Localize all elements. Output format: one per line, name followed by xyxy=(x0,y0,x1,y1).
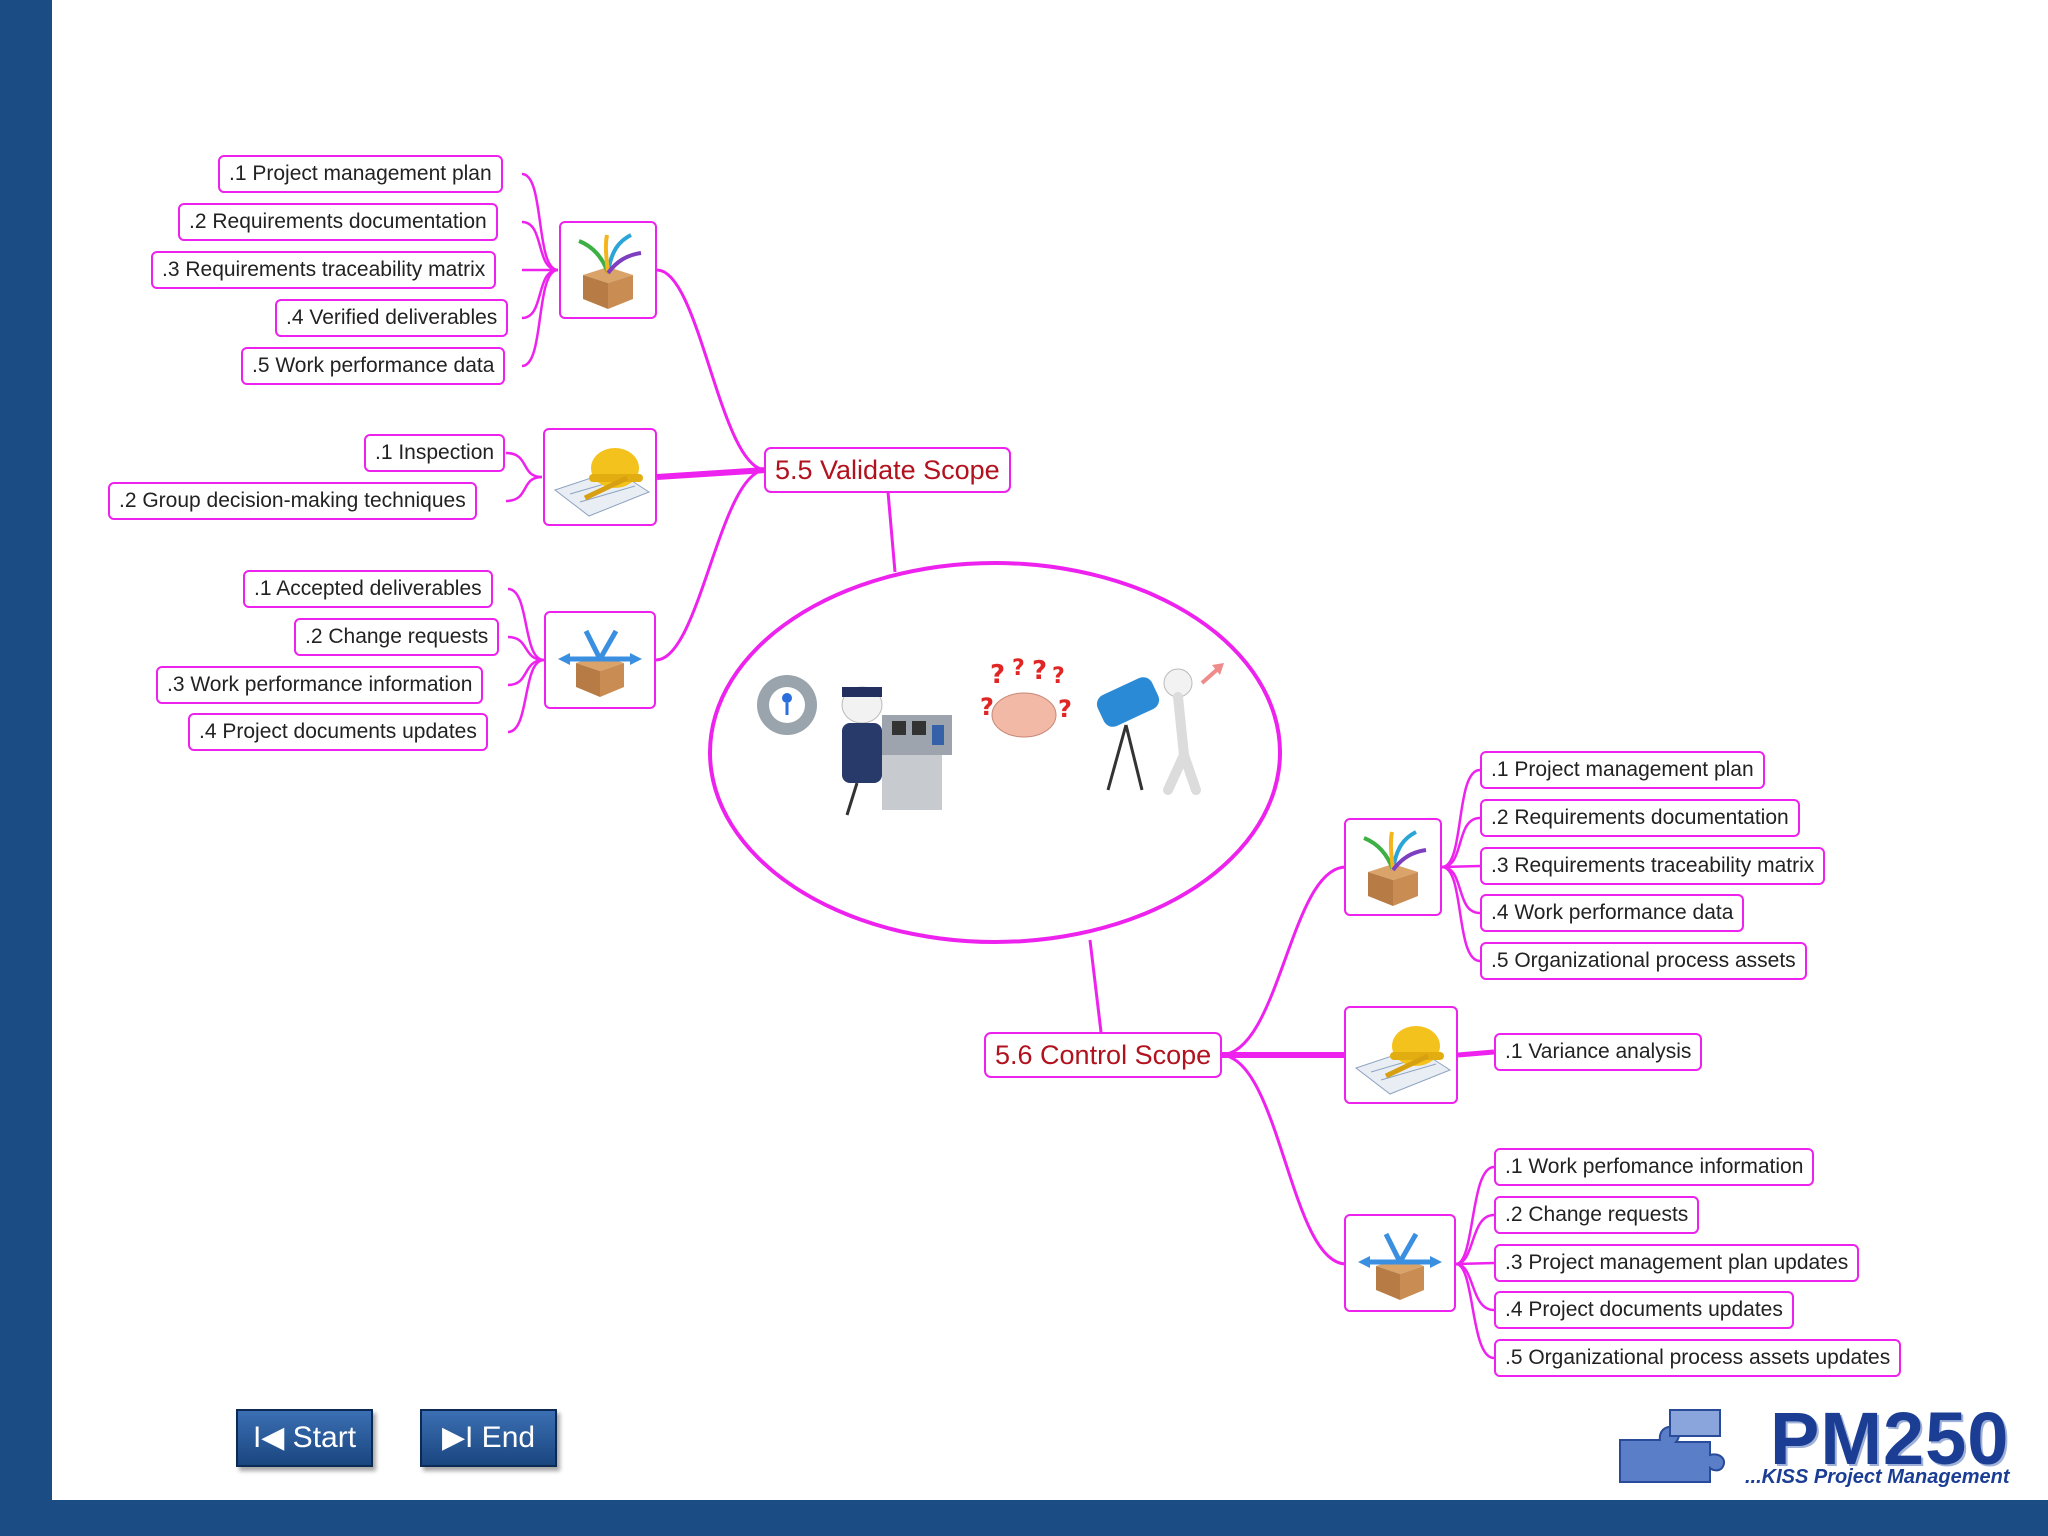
control-output-item[interactable]: .1 Work perfomance information xyxy=(1494,1148,1815,1186)
svg-text:?: ? xyxy=(1052,664,1065,689)
puzzle-piece-icon xyxy=(1619,1409,1726,1483)
control-input-item[interactable]: .2 Requirements documentation xyxy=(1480,799,1800,837)
svg-text:?: ? xyxy=(980,693,994,721)
validate-output-item[interactable]: .4 Project documents updates xyxy=(188,713,488,751)
center-illustration: ? ? ? ? ? ? xyxy=(708,561,1282,944)
tools-blueprint-helmet-icon xyxy=(1344,1006,1458,1104)
outputs-box-icon xyxy=(544,611,656,709)
validate-scope-title[interactable]: 5.5 Validate Scope xyxy=(764,447,1011,493)
control-input-item[interactable]: .1 Project management plan xyxy=(1480,751,1765,789)
pm250-logo: PM250 ...KISS Project Management xyxy=(1610,1397,2010,1490)
control-output-item[interactable]: .5 Organizational process assets updates xyxy=(1494,1339,1902,1377)
control-input-item[interactable]: .3 Requirements traceability matrix xyxy=(1480,847,1826,885)
validate-input-item[interactable]: .1 Project management plan xyxy=(218,155,503,193)
control-input-item[interactable]: .5 Organizational process assets xyxy=(1480,942,1807,980)
validate-input-item[interactable]: .2 Requirements documentation xyxy=(178,203,498,241)
tools-blueprint-helmet-icon xyxy=(543,428,657,526)
validate-input-item[interactable]: .5 Work performance data xyxy=(241,347,506,385)
frame-bottom-bar xyxy=(0,1500,2048,1536)
validate-output-item[interactable]: .1 Accepted deliverables xyxy=(243,570,493,608)
control-output-item[interactable]: .3 Project management plan updates xyxy=(1494,1244,1860,1282)
logo-tagline: ...KISS Project Management xyxy=(1745,1466,2010,1488)
validate-tool-item[interactable]: .2 Group decision-making techniques xyxy=(108,482,477,520)
frame-left-bar xyxy=(0,0,52,1536)
svg-text:?: ? xyxy=(1058,695,1072,723)
svg-text:?: ? xyxy=(1012,656,1025,681)
validate-output-item[interactable]: .2 Change requests xyxy=(294,618,500,656)
control-scope-title[interactable]: 5.6 Control Scope xyxy=(984,1032,1223,1078)
validate-output-item[interactable]: .3 Work performance information xyxy=(156,666,484,704)
outputs-box-icon xyxy=(1344,1214,1456,1312)
control-input-item[interactable]: .4 Work performance data xyxy=(1480,894,1745,932)
inputs-box-icon xyxy=(1344,818,1442,916)
validate-input-item[interactable]: .4 Verified deliverables xyxy=(275,299,509,337)
inputs-box-icon xyxy=(559,221,657,319)
control-output-item[interactable]: .2 Change requests xyxy=(1494,1196,1700,1234)
end-button[interactable]: ▶I End xyxy=(420,1409,557,1467)
validate-input-item[interactable]: .3 Requirements traceability matrix xyxy=(151,251,497,289)
control-tool-item[interactable]: .1 Variance analysis xyxy=(1494,1033,1703,1071)
validate-tool-item[interactable]: .1 Inspection xyxy=(364,434,506,472)
start-button[interactable]: I◀ Start xyxy=(236,1409,373,1467)
logo-name: PM250 xyxy=(1770,1397,2010,1480)
control-output-item[interactable]: .4 Project documents updates xyxy=(1494,1291,1794,1329)
svg-text:?: ? xyxy=(990,660,1005,690)
svg-text:?: ? xyxy=(1032,656,1047,686)
